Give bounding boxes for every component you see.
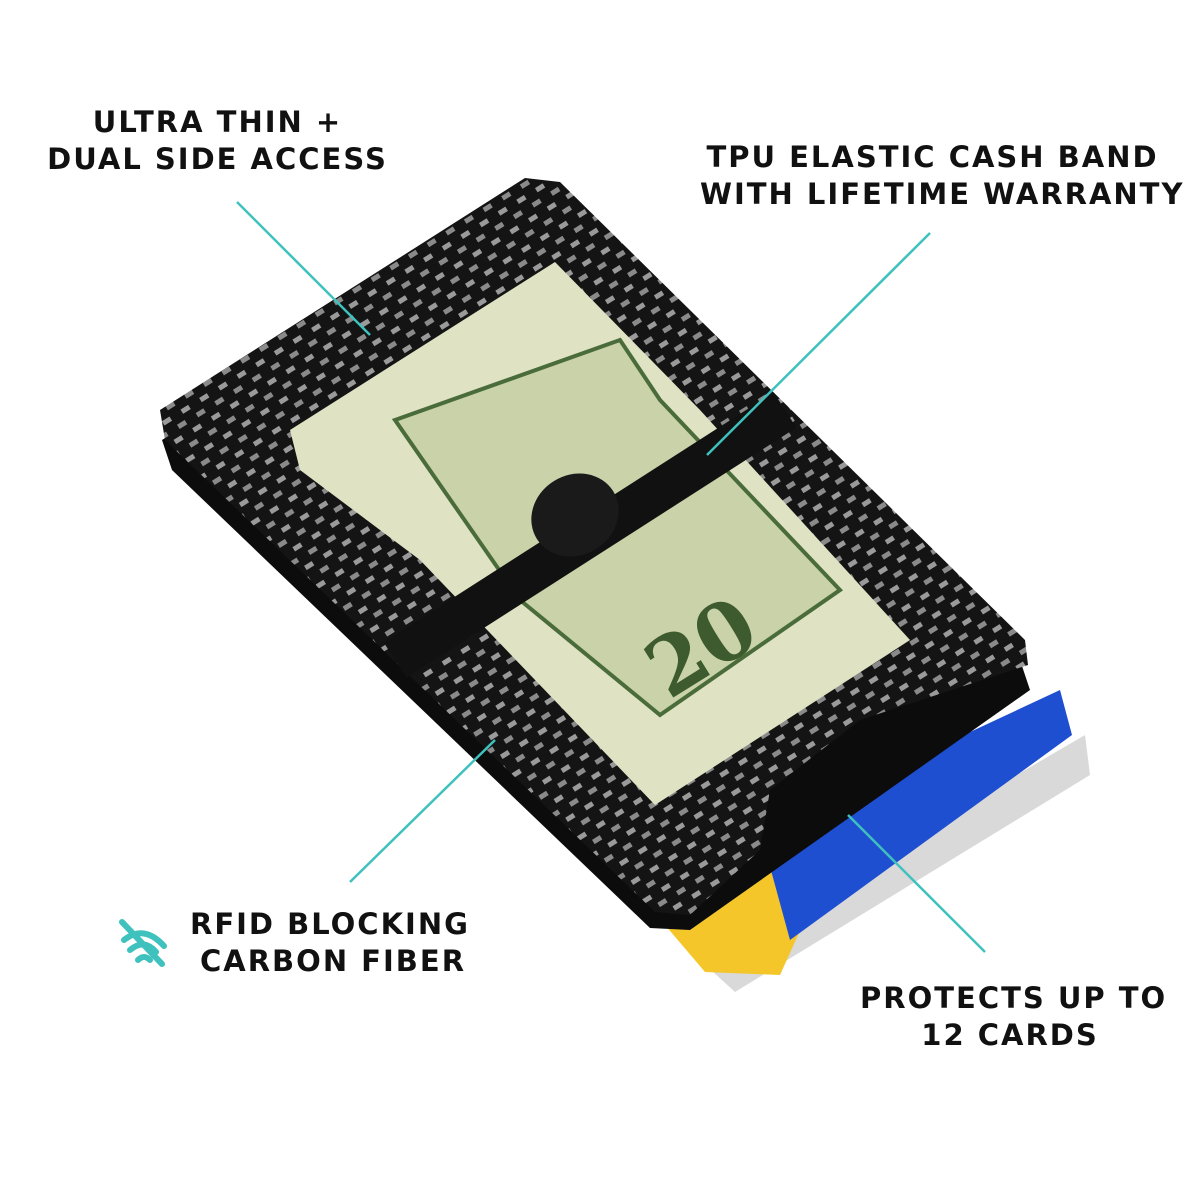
callout-line-2: DUAL SIDE ACCESS bbox=[47, 142, 388, 176]
callout-line-1: ULTRA THIN + bbox=[92, 105, 343, 139]
callout-protects-cards: PROTECTS UP TO 12 CARDS bbox=[860, 980, 1168, 1054]
callout-line-top-left bbox=[236, 201, 371, 336]
callout-line-1: PROTECTS UP TO bbox=[860, 981, 1168, 1015]
callout-line-bottom-left bbox=[349, 739, 496, 883]
callout-rfid: RFID BLOCKING CARBON FIBER bbox=[190, 906, 470, 980]
callout-line-2: WITH LIFETIME WARRANTY bbox=[700, 177, 1185, 211]
callout-line-2: 12 CARDS bbox=[921, 1018, 1099, 1052]
callout-line-bottom-right bbox=[847, 814, 986, 953]
callout-line-top-right bbox=[706, 232, 931, 456]
callout-line-1: RFID BLOCKING bbox=[190, 907, 470, 941]
band-logo-badge bbox=[531, 473, 619, 557]
callout-lines bbox=[236, 201, 986, 953]
callout-ultra-thin: ULTRA THIN + DUAL SIDE ACCESS bbox=[40, 104, 395, 178]
callout-line-2: CARBON FIBER bbox=[200, 944, 467, 978]
callout-tpu-band: TPU ELASTIC CASH BAND WITH LIFETIME WARR… bbox=[700, 139, 1185, 213]
callout-line-1: TPU ELASTIC CASH BAND bbox=[706, 140, 1159, 174]
credit-card-blue bbox=[760, 690, 1072, 940]
rfid-blocked-icon bbox=[119, 919, 167, 967]
